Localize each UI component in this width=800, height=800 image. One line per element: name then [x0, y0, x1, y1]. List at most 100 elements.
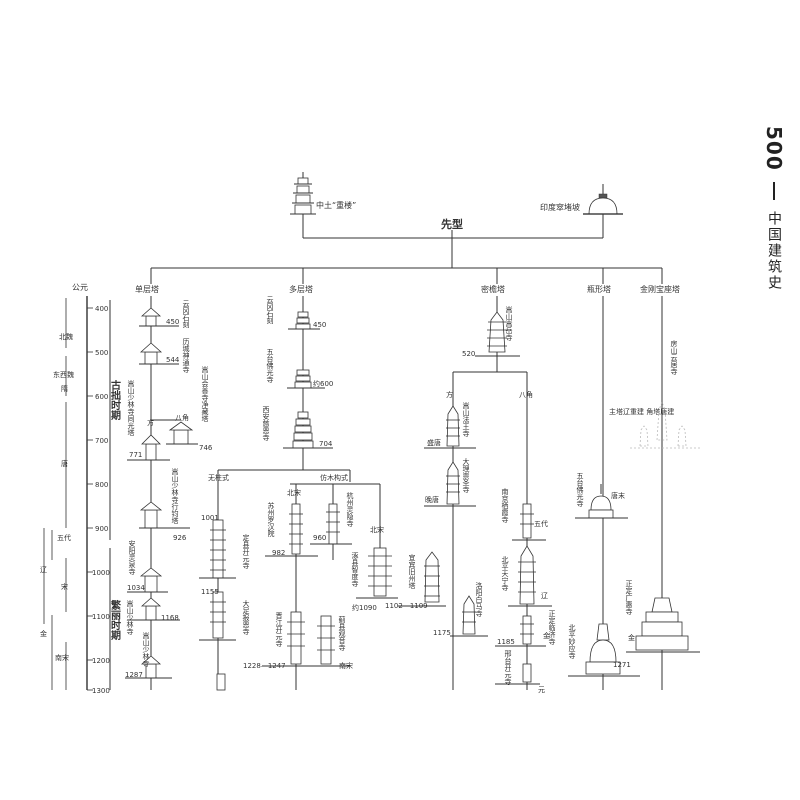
example-year-1175: 1175	[433, 629, 451, 637]
year-500: 500	[95, 349, 108, 357]
pagoda-icon	[317, 615, 335, 665]
pagoda-icon	[292, 411, 314, 449]
example-xingtai: 邢台开元寺	[504, 650, 512, 685]
year-1100: 1100	[92, 613, 110, 621]
pagoda-icon	[462, 595, 476, 635]
example-jiuzhou: 宜宾旧州塔	[408, 553, 416, 590]
subtype-northern-song: 北宋	[287, 488, 301, 497]
example-chongsheng: 大理崇圣寺	[462, 457, 470, 493]
example-year-1287: 1287	[125, 671, 143, 679]
subtype-southern-song: 南宋	[339, 661, 353, 670]
ghost-pagoda-icon	[630, 400, 700, 449]
timeline-ticks	[87, 307, 93, 691]
example-kaiyuan-jinjiang: 晋江开元寺	[275, 612, 283, 647]
example-baima: 洛阳白马寺	[475, 581, 483, 617]
prototype-root-label: 先型	[441, 217, 463, 231]
example-year-746: 746	[199, 444, 213, 452]
subtype-octagon-a: 八角	[175, 413, 189, 422]
example-shentong: 历城神通寺	[182, 338, 190, 373]
example-baoen: 大足报恩寺	[242, 599, 250, 635]
pagoda-icon	[520, 615, 534, 645]
pagoda-icon	[141, 434, 161, 461]
example-yunju-note: 主塔辽重建 角塔唐建	[609, 407, 674, 416]
pagoda-icon	[139, 501, 163, 529]
example-year-450-a: 450	[166, 318, 179, 326]
year-400: 400	[95, 305, 108, 313]
indian-stupa-label: 印度窣堵坡	[540, 202, 580, 212]
example-yungang-b: 云冈石刻	[266, 296, 274, 325]
period-ornate: 繁丽时期	[109, 599, 122, 641]
pagoda-icon	[294, 369, 312, 389]
dynasty-brackets	[43, 298, 67, 690]
example-year-1102: 1102—1109	[385, 602, 428, 610]
example-year-771: 771	[129, 451, 142, 459]
example-tongguang: 嵩山少林寺同光塔	[127, 380, 135, 437]
subtype-northern-song-b: 北宋	[370, 525, 384, 534]
example-xingjun: 嵩山少林寺行钧塔	[171, 468, 179, 525]
dynasty-east-west-wei: 东西魏	[53, 370, 74, 379]
example-year-926: 926	[173, 534, 187, 542]
example-kaiyuan-dingxian: 定县开元寺	[242, 533, 250, 569]
subtype-jin: 金	[543, 631, 550, 640]
pagoda-icon	[295, 311, 311, 330]
example-year-1090: 约1090	[352, 603, 377, 612]
example-luohan: 苏州罗汉院	[267, 501, 275, 538]
example-linji: 正定临济寺	[548, 610, 556, 645]
dynasty-liao: 辽	[40, 566, 47, 574]
year-1200: 1200	[92, 657, 110, 665]
pagoda-icon	[139, 342, 163, 365]
pagoda-icon	[140, 307, 162, 327]
example-lingyin: 杭州灵隐寺	[346, 491, 354, 527]
dynasty-song: 宋	[61, 582, 68, 591]
year-1300: 1300	[92, 687, 110, 695]
example-foguang-a: 五台佛光寺	[266, 348, 274, 383]
pagoda-icon	[368, 547, 392, 597]
pagoda-icon	[518, 545, 536, 605]
year-800: 800	[95, 481, 108, 489]
subtype-five-dynasties: 五代	[534, 519, 548, 528]
page-header: 500 中国建筑史	[762, 126, 786, 291]
example-year-1185: 1185	[497, 638, 515, 646]
type-multi-storey: 多层塔	[289, 284, 313, 294]
example-year-544: 544	[166, 356, 180, 364]
year-1000: 1000	[92, 569, 110, 577]
example-yunju: 房山云居寺	[670, 339, 678, 375]
type-vajra-throne: 金刚宝座塔	[640, 284, 680, 294]
example-year-1228: 1228—1247	[243, 662, 286, 670]
pagoda-icon	[446, 461, 460, 505]
pagoda-icon	[139, 567, 163, 593]
dynasty-sui: 隋	[61, 384, 68, 393]
example-year-1271: 1271	[613, 661, 631, 669]
example-year-600: 约600	[313, 379, 333, 388]
dynasty-jin: 金	[40, 629, 47, 638]
example-qixia: 南京栖霞寺	[501, 487, 509, 523]
example-year-450-b: 450	[313, 321, 326, 329]
dynasty-northern-wei: 北魏	[59, 332, 73, 341]
pagoda-icon	[287, 611, 305, 665]
example-year-1155: 1155	[201, 588, 219, 596]
type-dense-eave: 密檐塔	[481, 284, 505, 294]
subtype-square-a: 方	[147, 418, 154, 427]
example-year-1168: 1168	[161, 614, 179, 622]
chinese-tower-label: 中土“重楼”	[316, 200, 356, 210]
pagoda-icon	[487, 311, 507, 353]
example-miaoying: 北平妙应寺	[568, 624, 576, 659]
pagoda-icon	[588, 484, 614, 519]
subtype-liao: 辽	[541, 592, 548, 600]
example-year-960: 960	[313, 534, 326, 542]
subtype-imitation-wood: 仿木构式	[320, 473, 348, 482]
example-guanyin: 蓟县观音寺	[338, 615, 346, 651]
pagoda-icon	[585, 612, 621, 675]
type-bottle: 瓶形塔	[587, 284, 611, 294]
subtype-octagon-b: 八角	[519, 390, 533, 399]
example-foguang-b: 五台佛光寺	[576, 472, 584, 507]
pagoda-icon	[522, 663, 532, 683]
pagoda-icon	[520, 503, 534, 539]
subtype-no-column: 无柱式	[208, 473, 229, 482]
example-fawang: 嵩山法王寺	[462, 402, 470, 437]
year-900: 900	[95, 525, 108, 533]
year-700: 700	[95, 437, 108, 445]
pagoda-icon	[635, 582, 689, 651]
example-jingzang: 嵩山会善寺净藏塔	[201, 366, 209, 423]
